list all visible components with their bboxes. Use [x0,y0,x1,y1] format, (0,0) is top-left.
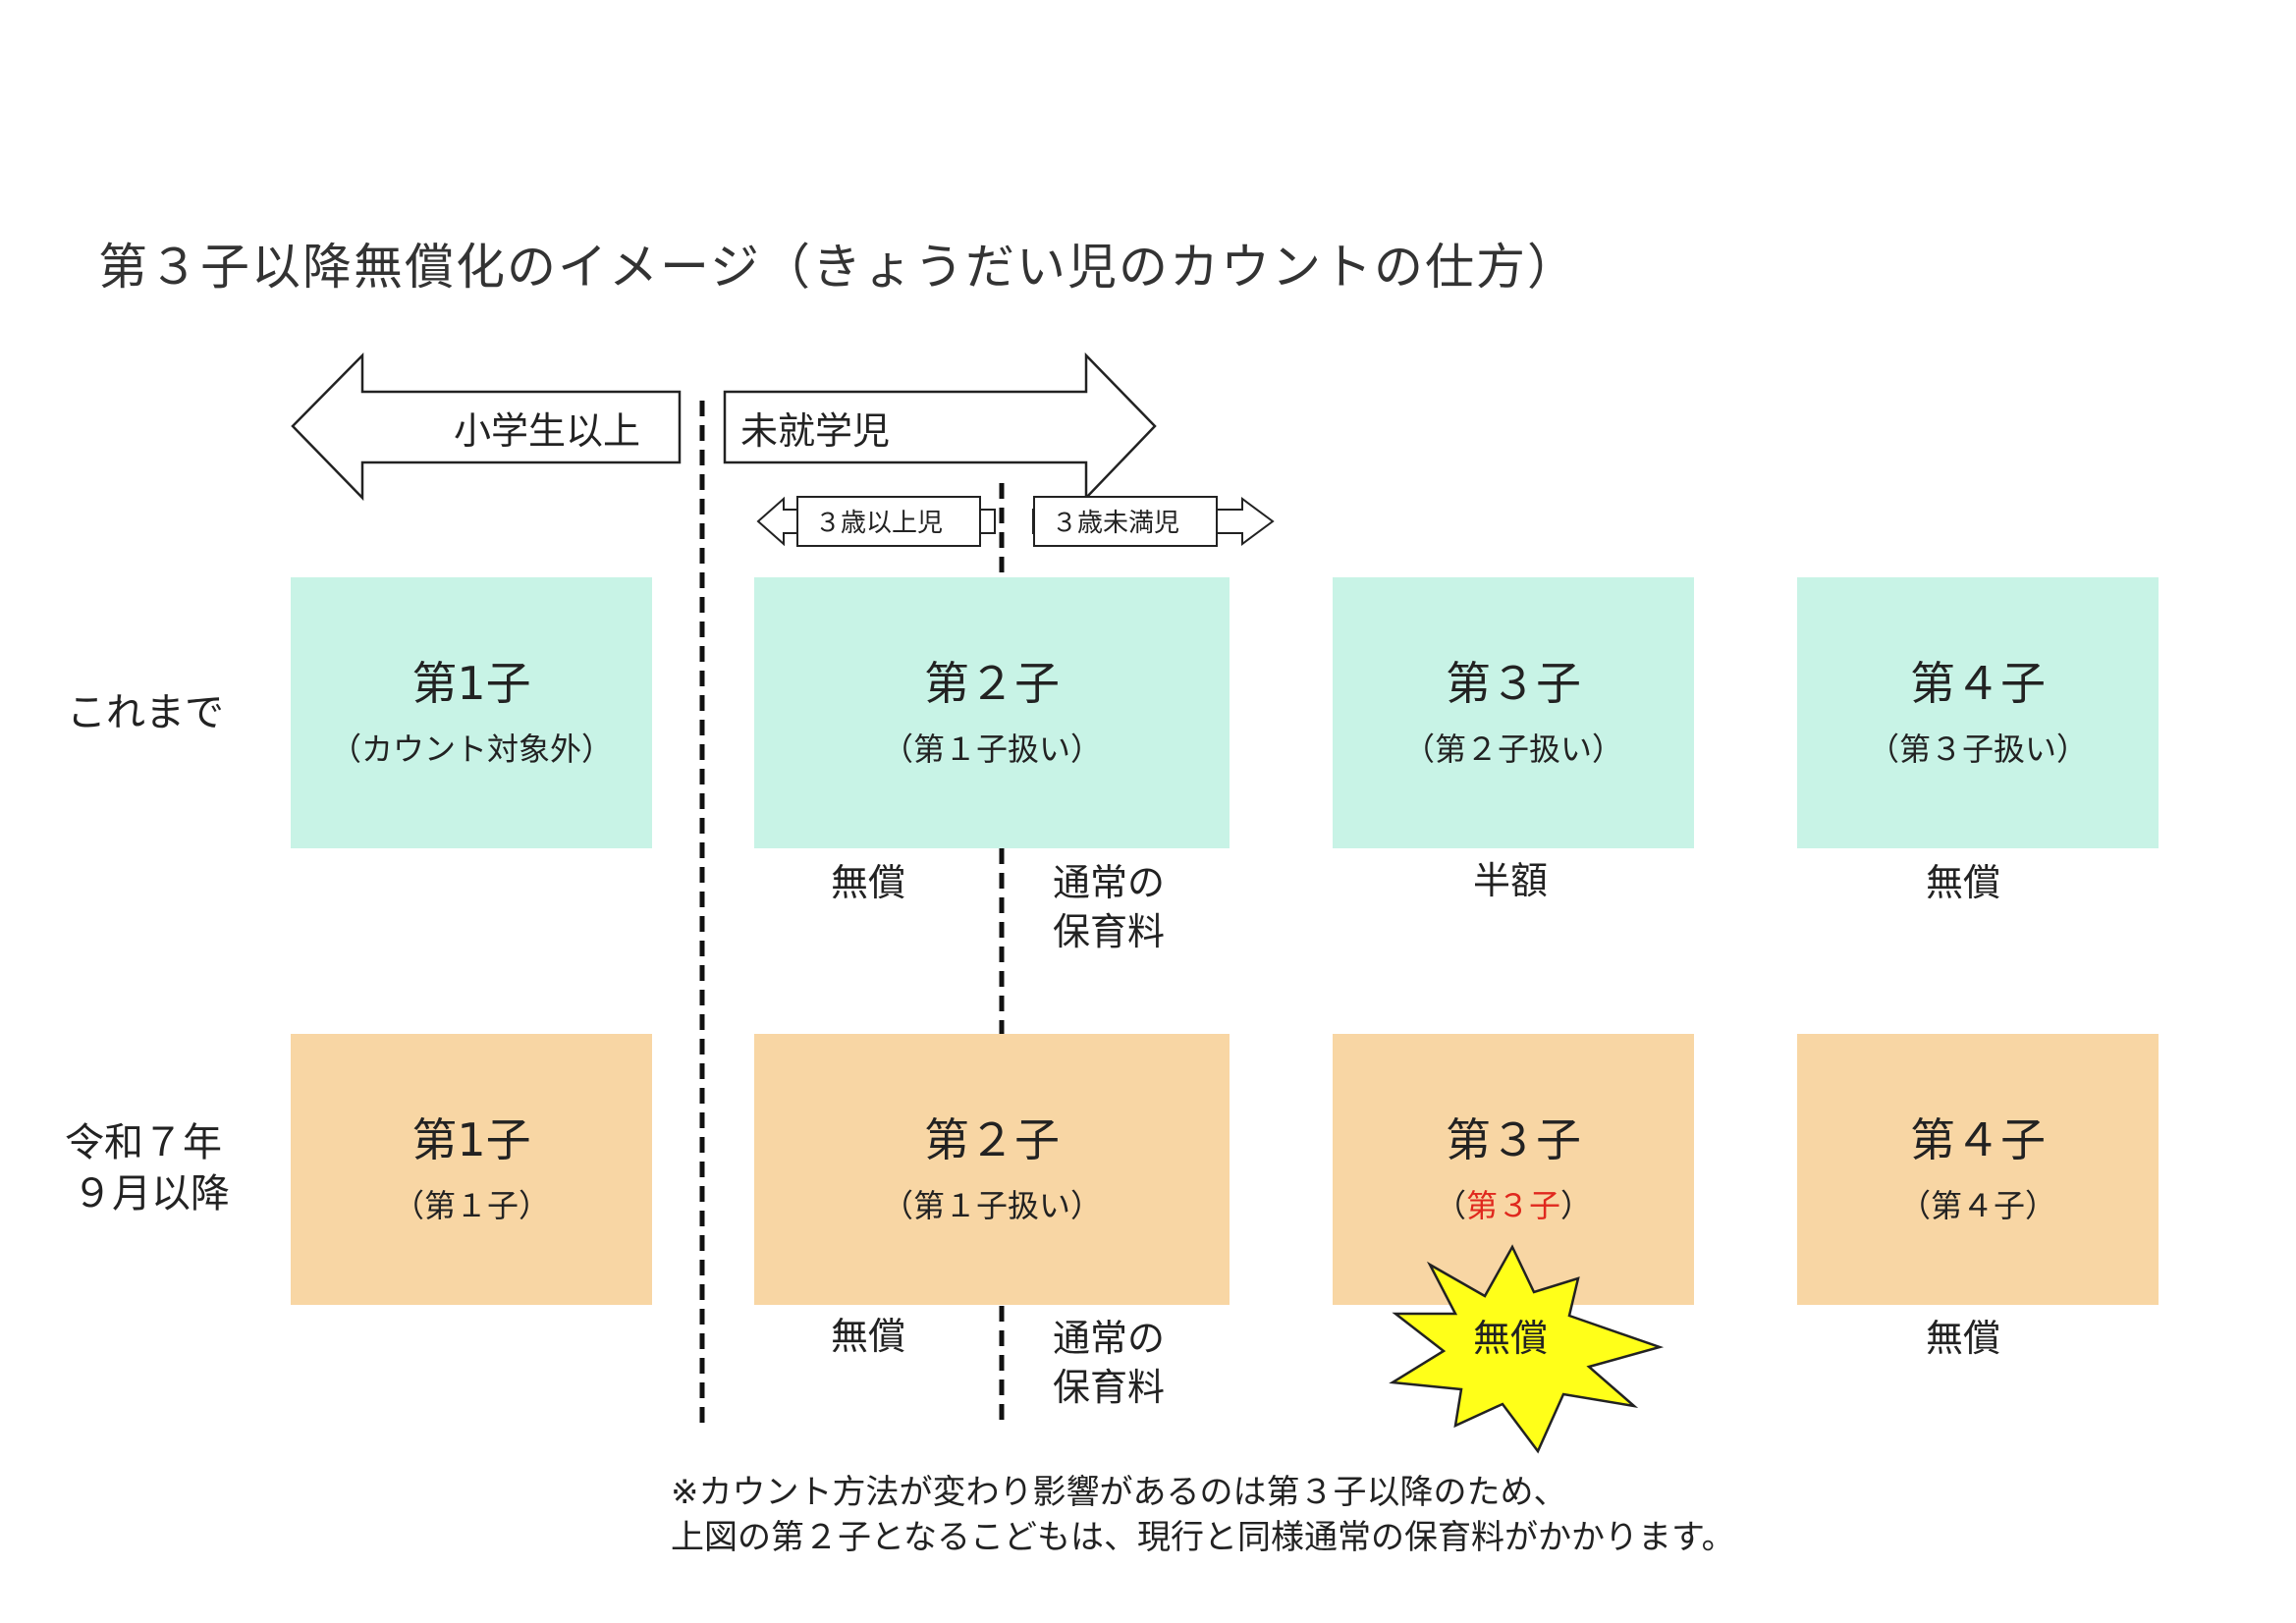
before-child2-under3-fee-line2: 保育料 [1053,910,1166,953]
row-label-after-line2: ９月以降 [73,1171,230,1217]
elementary-label: 小学生以上 [454,409,641,453]
child-ordinal: 第1子 [411,1113,531,1166]
preschool-label: 未就学児 [740,409,891,453]
child-count-note: （第４子） [1898,1187,2056,1224]
after-child1-box: 第1子 （第１子） [291,1034,652,1305]
child-count-note: （第３子） [1435,1183,1592,1228]
child-ordinal: 第４子 [1910,657,2046,710]
child-count-note: （第１子） [392,1187,550,1224]
after-child2-under3-fee-line2: 保育料 [1053,1366,1166,1409]
note-close-paren: ） [1560,1187,1593,1224]
after-child4-box: 第４子 （第４子） [1797,1034,2159,1305]
highlighted-count: 第３子 [1465,1187,1560,1224]
burst-shape [1389,1244,1665,1454]
child-count-note: （第３子扱い） [1867,730,2088,768]
footnote-line-1: ※カウント方法が変わり影響があるのは第３子以降のため、 [671,1473,1567,1512]
before-child2-over3-fee: 無償 [831,861,906,904]
child-ordinal: 第３子 [1446,1113,1581,1166]
child-ordinal: 第1子 [411,657,531,710]
before-child3-fee: 半額 [1473,859,1549,902]
after-child4-fee: 無償 [1926,1317,2001,1360]
after-child3-box: 第３子 （第３子） [1333,1034,1694,1305]
child-count-note: （第１子扱い） [881,730,1102,768]
footnote-line-2: 上図の第２子となるこどもは、現行と同様通常の保育料がかかります。 [671,1518,1735,1557]
before-child2-box: 第２子 （第１子扱い） [754,577,1230,848]
age3-under-label: ３歳未満児 [1052,509,1180,538]
child-count-note: （第１子扱い） [881,1187,1102,1224]
before-child3-box: 第３子 （第２子扱い） [1333,577,1694,848]
before-child4-box: 第４子 （第３子扱い） [1797,577,2159,848]
after-child2-under3-fee-line1: 通常の [1053,1317,1166,1360]
before-child2-under3-fee-line1: 通常の [1053,861,1166,904]
note-open-paren: （ [1434,1187,1466,1224]
after-child3-fee: 無償 [1473,1317,1549,1360]
before-child1-box: 第1子 （カウント対象外） [291,577,652,848]
age3-over-label: ３歳以上児 [815,509,944,538]
row-label-after-line1: 令和７年 [65,1120,222,1165]
child-ordinal: 第２子 [924,657,1060,710]
preschool-arrow [723,352,1157,502]
after-child2-box: 第２子 （第１子扱い） [754,1034,1230,1305]
page-title: 第３子以降無償化のイメージ（きょうだい児のカウントの仕方） [98,239,1578,296]
elementary-arrow [291,352,682,502]
child-ordinal: 第２子 [924,1113,1060,1166]
age3-over-label-box [796,496,981,547]
row-label-before: これまで [67,690,224,735]
before-child4-fee: 無償 [1926,861,2001,904]
child-ordinal: 第４子 [1910,1113,2046,1166]
after-child2-over3-fee: 無償 [831,1315,906,1358]
child-count-note: （第２子扱い） [1402,730,1623,768]
footnote: ※カウント方法が変わり影響があるのは第３子以降のため、 上図の第２子となるこども… [671,1470,1735,1560]
age3-under-label-box [1033,496,1218,547]
child-count-note: （カウント対象外） [329,730,613,768]
child-ordinal: 第３子 [1446,657,1581,710]
